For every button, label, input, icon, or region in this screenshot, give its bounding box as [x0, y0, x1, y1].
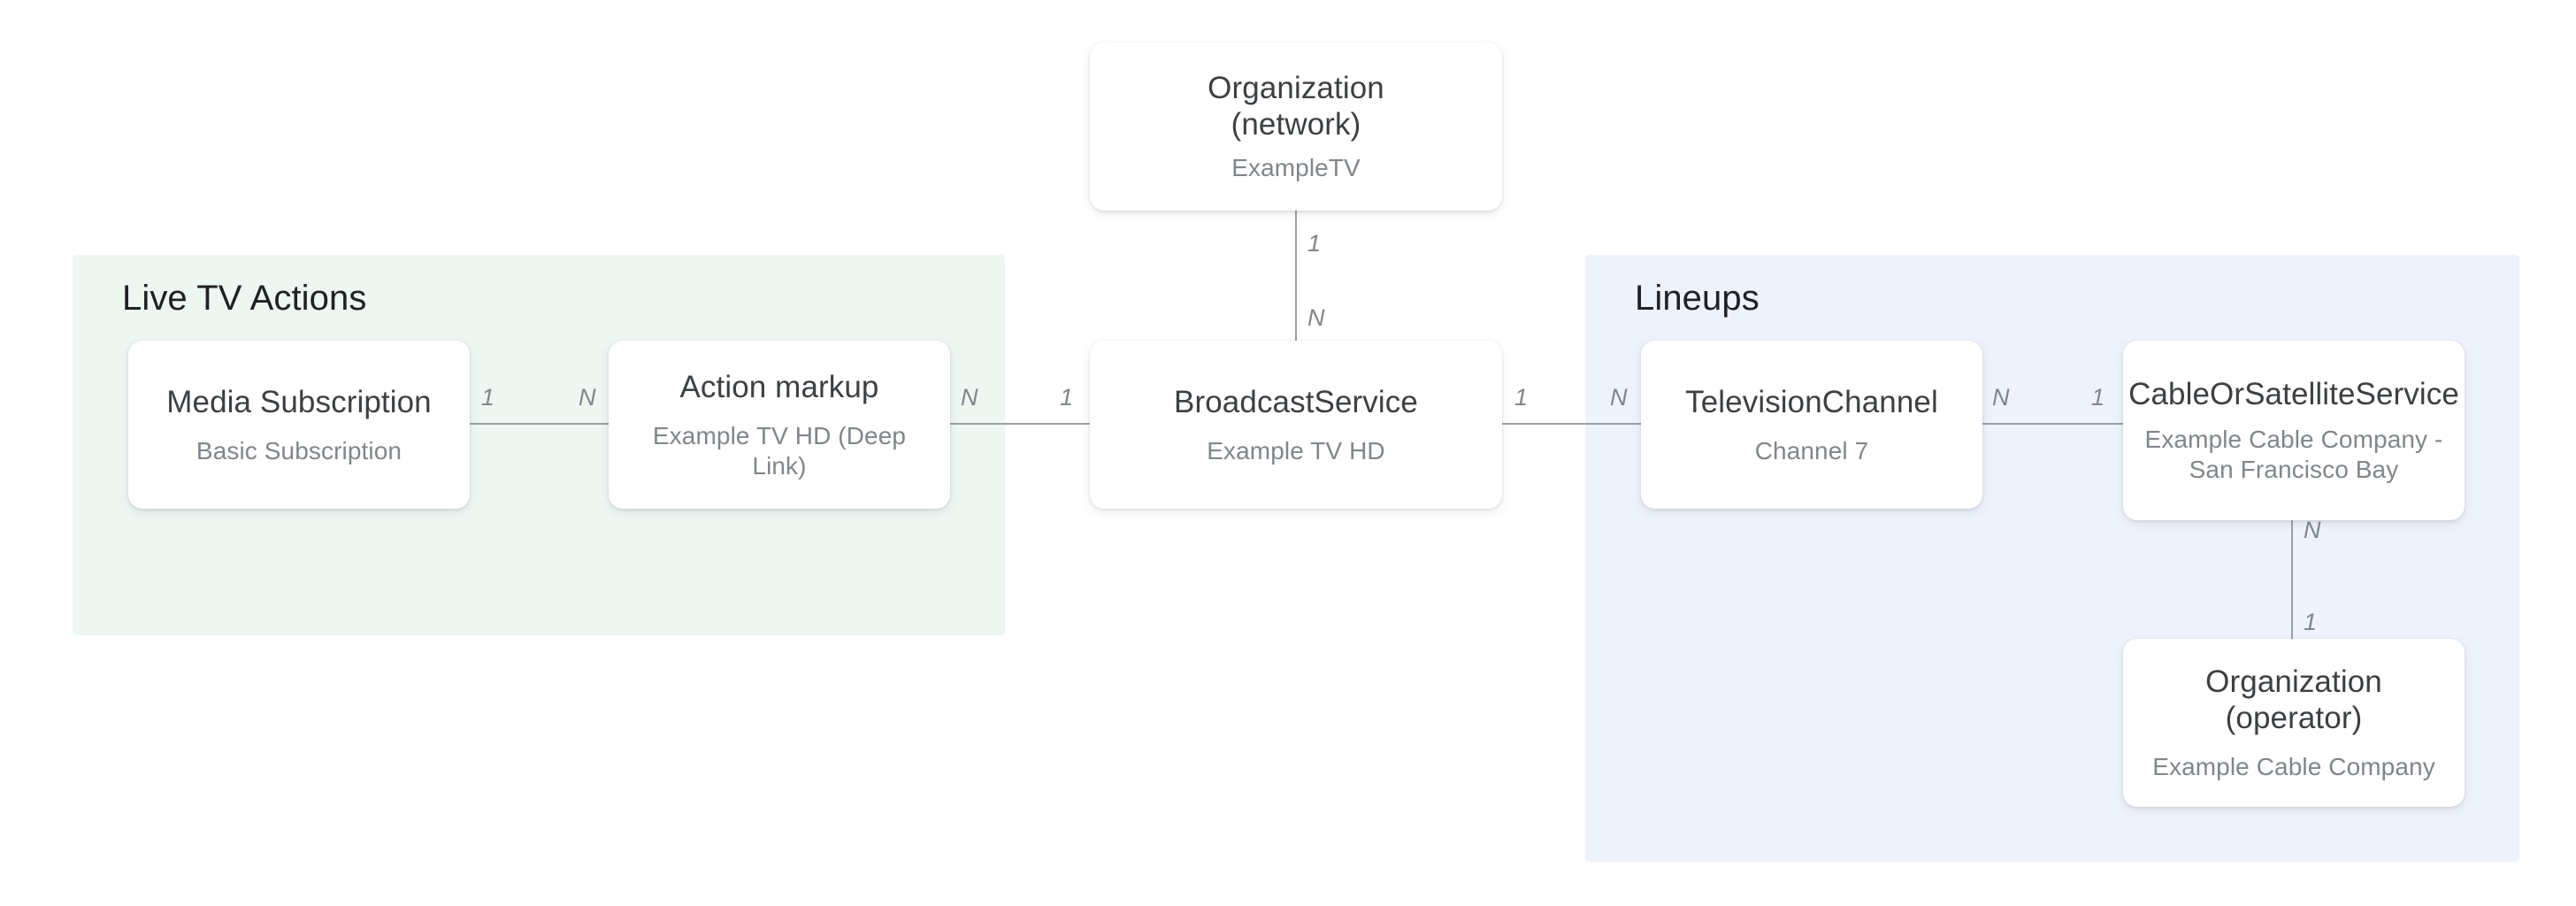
edge-label-broadcast-to-tv-channel-from: 1	[1514, 384, 1529, 411]
edge-label-org-network-to-broadcast-to: N	[1307, 304, 1325, 331]
node-organization-operator-subtitle: Example Cable Company	[2152, 753, 2435, 780]
node-cable-or-satellite-service-subtitle-line1: Example Cable Company -	[2144, 426, 2443, 453]
node-organization-network-title-line1: Organization	[1208, 71, 1384, 105]
node-broadcast-service[interactable]: BroadcastService Example TV HD	[1090, 341, 1502, 509]
edge-label-cable-service-to-org-operator-to: 1	[2304, 609, 2318, 635]
edge-line-action-markup-to-broadcast	[939, 423, 1100, 425]
node-cable-or-satellite-service[interactable]: CableOrSatelliteService Example Cable Co…	[2123, 341, 2465, 520]
edge-label-org-network-to-broadcast-from: 1	[1307, 230, 1322, 257]
edge-label-cable-service-to-org-operator-from: N	[2304, 517, 2321, 543]
edge-label-tv-channel-to-cable-service-from: N	[1992, 384, 2010, 411]
edge-label-media-sub-to-action-markup-from: 1	[481, 384, 495, 411]
node-cable-or-satellite-service-title: CableOrSatelliteService	[2128, 377, 2459, 411]
node-organization-network-title-line2: (network)	[1230, 107, 1361, 142]
edge-label-tv-channel-to-cable-service-to: 1	[2091, 384, 2105, 411]
node-action-markup-subtitle: Example TV HD (Deep Link)	[652, 421, 907, 480]
node-broadcast-service-title: BroadcastService	[1174, 384, 1418, 419]
node-action-markup-title: Action markup	[679, 369, 879, 404]
panel-lineups-title: Lineups	[1635, 279, 1760, 318]
edge-line-broadcast-to-tv-channel	[1493, 423, 1652, 425]
edge-line-cable-service-to-org-operator	[2291, 518, 2293, 649]
panel-live-tv-actions-title: Live TV Actions	[122, 279, 367, 318]
node-organization-network-subtitle: ExampleTV	[1231, 154, 1361, 181]
edge-line-media-sub-to-action-markup	[460, 423, 621, 425]
node-cable-or-satellite-service-subtitle-line2: San Francisco Bay	[2189, 456, 2399, 483]
node-organization-operator-title: Organization (operator)	[2205, 664, 2382, 735]
node-media-subscription-title: Media Subscription	[166, 384, 432, 419]
edge-label-media-sub-to-action-markup-to: N	[579, 384, 596, 411]
node-organization-operator[interactable]: Organization (operator) Example Cable Co…	[2123, 639, 2465, 807]
edge-label-broadcast-to-tv-channel-to: N	[1610, 384, 1628, 411]
edge-label-action-markup-to-broadcast-to: 1	[1060, 384, 1074, 411]
node-television-channel[interactable]: TelevisionChannel Channel 7	[1641, 341, 1982, 509]
node-broadcast-service-subtitle: Example TV HD	[1207, 436, 1385, 465]
node-media-subscription[interactable]: Media Subscription Basic Subscription	[128, 341, 470, 509]
edge-label-action-markup-to-broadcast-from: N	[961, 384, 978, 411]
node-action-markup[interactable]: Action markup Example TV HD (Deep Link)	[609, 341, 950, 509]
node-media-subscription-subtitle: Basic Subscription	[196, 436, 402, 465]
node-television-channel-subtitle: Channel 7	[1754, 436, 1869, 465]
edge-line-tv-channel-to-cable-service	[1971, 423, 2132, 425]
edge-line-org-network-to-broadcast	[1295, 211, 1297, 343]
node-organization-network[interactable]: Organization (network) ExampleTV	[1090, 42, 1502, 211]
node-television-channel-title: TelevisionChannel	[1685, 384, 1938, 419]
